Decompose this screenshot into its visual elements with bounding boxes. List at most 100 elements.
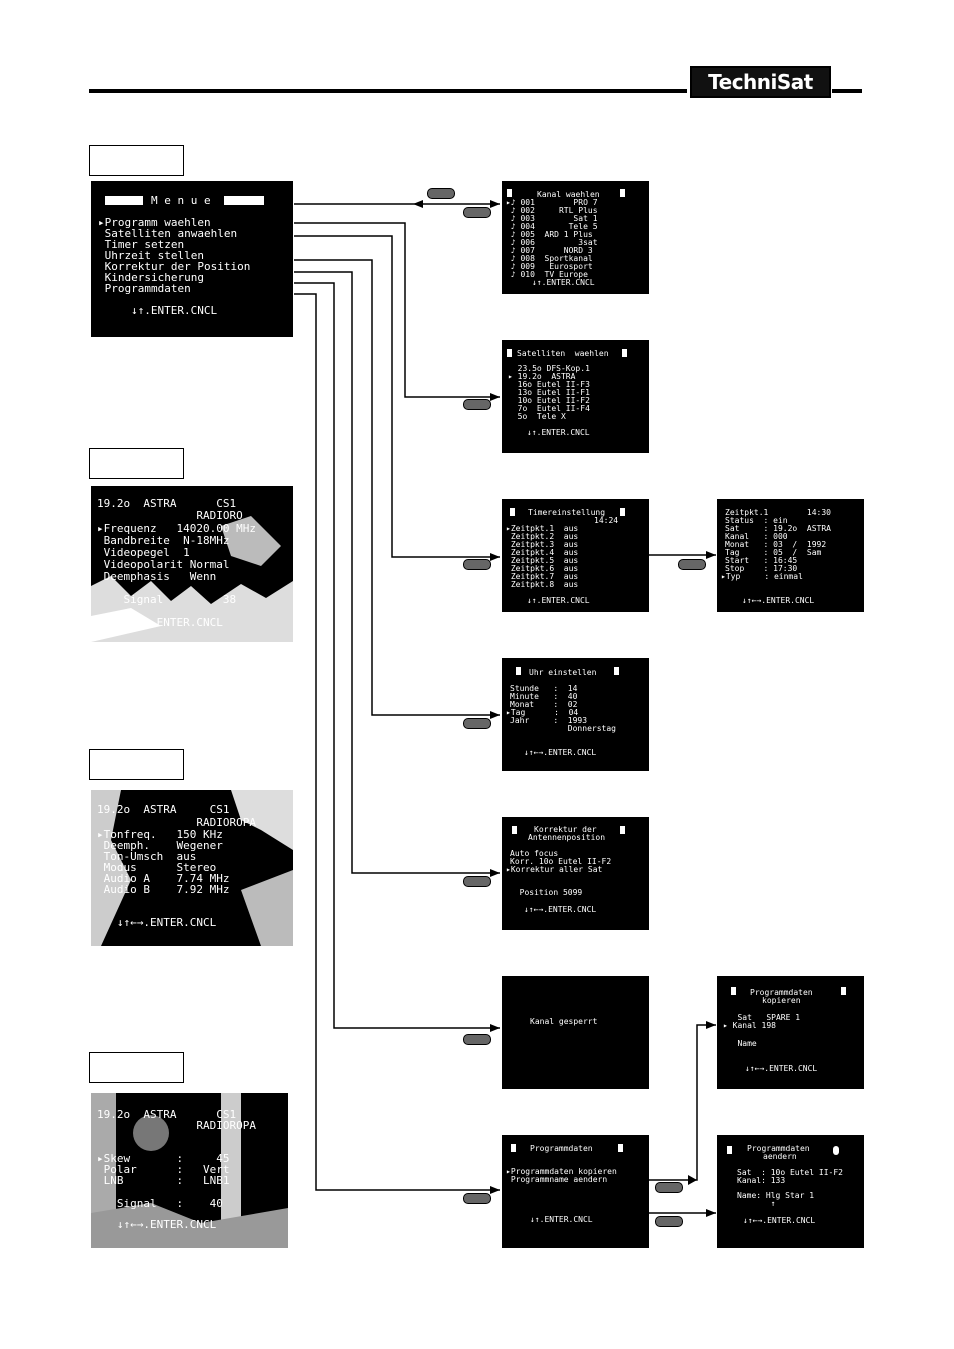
satellite-row[interactable]: 5o Tele X [508, 412, 566, 421]
pd-aendern-footer: ↓↑←→.ENTER.CNCL [743, 1216, 816, 1225]
channel-row[interactable]: ♪ 009 Eurosport [506, 262, 593, 271]
timer-slot-row[interactable]: Zeitpkt.6 aus [506, 564, 579, 573]
satellite-row[interactable]: 7o Eutel II-F4 [508, 404, 590, 413]
korrektur-title-1: Korrektur der [534, 825, 597, 834]
tv-picture-background [91, 516, 293, 642]
timer-detail-row[interactable]: Start : 16:45 [725, 556, 798, 565]
menu-title-bar-right [224, 196, 264, 205]
clock-field-row[interactable]: Monat : 02 [510, 700, 578, 709]
osd1-line: Bandbreite N-18MHz [97, 534, 230, 547]
header-rule-right [832, 89, 862, 93]
timer-slot-row[interactable]: Zeitpkt.5 aus [506, 556, 579, 565]
clock-field-row[interactable]: Minute : 40 [510, 692, 578, 701]
satellite-row[interactable]: 10o Eutel II-F2 [508, 396, 590, 405]
osd2-line: Audio B 7.92 MHz [97, 883, 230, 896]
title-block-left [507, 189, 512, 197]
timer-slot-row[interactable]: Zeitpkt.8 aus [506, 580, 579, 589]
osd3-line: RADIOROPA [97, 1119, 256, 1132]
osd3-line: Signal : 40 [97, 1197, 223, 1210]
title-block-right [620, 826, 625, 834]
timer-slot-row[interactable]: Zeitpkt.2 aus [506, 532, 579, 541]
satellite-row[interactable]: 13o Eutel II-F1 [508, 388, 590, 397]
timer-detail-footer: ↓↑←→.ENTER.CNCL [742, 596, 815, 605]
title-block-right [620, 189, 625, 197]
timer-slot-row[interactable]: Zeitpkt.4 aus [506, 548, 579, 557]
satellite-row[interactable]: 16o Eutel II-F3 [508, 380, 590, 389]
timer-slot-row[interactable]: ▸Zeitpkt.1 aus [506, 524, 579, 533]
menu-item-satelliten-anwaehlen[interactable]: Satelliten anwaehlen [98, 227, 238, 240]
clock-field-row[interactable]: Jahr : 1993 [510, 716, 588, 725]
title-block-left [516, 667, 521, 675]
kanal-waehlen-screen: Kanal waehlen ▸♪ 001 PRO 7 ♪ 002 RTL Plu… [502, 181, 649, 294]
pd-kopieren-row[interactable]: Sat SPARE 1 [723, 1013, 801, 1022]
osd2-line: ↓↑←→.ENTER.CNCL [97, 916, 217, 929]
channel-row[interactable]: ♪ 004 Tele 5 [506, 222, 598, 231]
satellite-row[interactable]: 23.5o DFS-Kop.1 [508, 364, 590, 373]
programmdaten-footer: ↓↑.ENTER.CNCL [530, 1215, 593, 1224]
timer-slot-row[interactable]: Zeitpkt.3 aus [506, 540, 579, 549]
pd-aendern-title-2: aendern [763, 1152, 797, 1161]
kanal-footer: ↓↑.ENTER.CNCL [532, 278, 595, 287]
osd2-line: RADIOROPA [97, 816, 256, 829]
osd1-line: ▸Frequenz 14020.00 MHz [97, 522, 256, 535]
timer-detail-row[interactable]: Sat : 19.2o ASTRA [725, 524, 831, 533]
kanal-title: Kanal waehlen [537, 190, 600, 199]
title-block-right [620, 508, 625, 516]
channel-row[interactable]: ♪ 002 RTL Plus [506, 206, 598, 215]
tv-picture-background [91, 790, 293, 946]
korrektur-row[interactable]: Korr. 10o Eutel II-F2 [510, 857, 612, 866]
timer-detail-screen: Zeitpkt.1 14:30 Status : ein Sat : 19.2o… [717, 499, 864, 612]
timer-detail-row[interactable]: Kanal : 000 [725, 532, 788, 541]
channel-row[interactable]: ♪ 010 TV Europe [506, 270, 588, 279]
pd-kopieren-title-2: kopieren [762, 996, 801, 1005]
osd3-line: Polar : Vert [97, 1163, 230, 1176]
timer-detail-row[interactable]: Monat : 03 / 1992 [725, 540, 827, 549]
menu-item-uhrzeit-stellen[interactable]: Uhrzeit stellen [98, 249, 204, 262]
clock-field-row[interactable]: Stunde : 14 [510, 684, 578, 693]
menu-item-kindersicherung[interactable]: Kindersicherung [98, 271, 204, 284]
timereinstellung-screen: Timereinstellung 14:24 ▸Zeitpkt.1 aus Ze… [502, 499, 649, 612]
menu-item-programmdaten[interactable]: Programmdaten [98, 282, 191, 295]
pd-kopieren-row[interactable]: Name [723, 1039, 757, 1048]
channel-row[interactable]: ♪ 005 ARD 1 Plus [506, 230, 593, 239]
title-block-right [622, 349, 627, 357]
satellite-row[interactable]: ▸ 19.2o ASTRA [508, 372, 576, 381]
satelliten-waehlen-screen: Satelliten waehlen 23.5o DFS-Kop.1 ▸ 19.… [502, 340, 649, 453]
osd3-line: 19.2o ASTRA CS1 [97, 1108, 237, 1121]
menu-item-korrektur-position[interactable]: Korrektur der Position [98, 260, 251, 273]
title-block-left [507, 349, 512, 357]
channel-row[interactable]: ▸♪ 001 PRO 7 [506, 198, 598, 207]
programmdaten-option[interactable]: Programmname aendern [506, 1175, 608, 1184]
timer-detail-row[interactable]: Stop : 17:30 [725, 564, 798, 573]
programmdaten-screen: Programmdaten ▸Programmdaten kopieren Pr… [502, 1135, 649, 1248]
korrektur-row[interactable]: Auto focus [510, 849, 559, 858]
channel-row[interactable]: ♪ 003 Sat 1 [506, 214, 598, 223]
remote-button-icon [463, 399, 491, 410]
title-block-right [833, 1146, 839, 1155]
channel-row[interactable]: ♪ 007 NORD 3 [506, 246, 593, 255]
osd3-line: ▸Skew : 45 [97, 1152, 230, 1165]
pd-aendern-title-1: Programmdaten [747, 1144, 810, 1153]
osd1-line: Signal 38 [97, 593, 237, 606]
channel-row[interactable]: ♪ 008 Sportkanal [506, 254, 593, 263]
pd-aendern-row[interactable]: Name: Hlg Star 1 [737, 1191, 815, 1200]
osd1-line: ↓↑←→.ENTER.CNCL [97, 616, 223, 629]
clock-field-row[interactable]: ▸Tag : 04 [506, 708, 579, 717]
title-block-right [614, 667, 619, 675]
programmdaten-option[interactable]: ▸Programmdaten kopieren [506, 1167, 617, 1176]
osd-screenshot-3: 19.2o ASTRA CS1 RADIOROPA ▸Skew : 45 Pol… [91, 1093, 288, 1248]
pd-aendern-row[interactable]: Kanal: 133 [737, 1176, 786, 1185]
uhr-title: Uhr einstellen [529, 668, 597, 677]
menu-item-timer-setzen[interactable]: Timer setzen [98, 238, 185, 251]
menu-item-programm-waehlen[interactable]: ▸Programm waehlen [98, 216, 211, 229]
channel-row[interactable]: ♪ 006 3sat [506, 238, 598, 247]
korrektur-row[interactable]: ▸Korrektur aller Sat [506, 865, 603, 874]
timer-detail-row[interactable]: Status : ein [725, 516, 788, 525]
pd-kopieren-row[interactable]: ▸ Kanal 198 [723, 1021, 776, 1030]
timer-detail-row[interactable]: Tag : 05 / Sam [725, 548, 822, 557]
uhr-einstellen-screen: Uhr einstellen Stunde : 14 Minute : 40 M… [502, 658, 649, 771]
korrektur-position: Position 5099 [510, 888, 583, 897]
timer-detail-row[interactable]: ▸Typ : einmal [721, 572, 803, 581]
pd-aendern-row[interactable]: Sat : 10o Eutel II-F2 [737, 1168, 843, 1177]
timer-slot-row[interactable]: Zeitpkt.7 aus [506, 572, 579, 581]
